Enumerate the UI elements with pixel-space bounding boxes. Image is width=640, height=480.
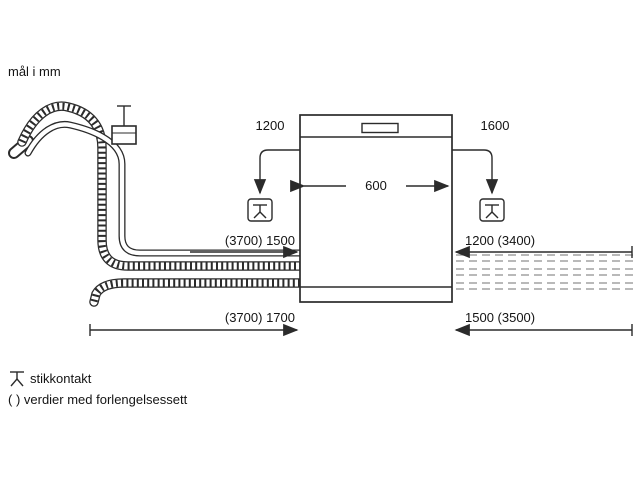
dim-label-bottom-left: (3700) 1700 (224, 310, 295, 325)
legend-socket-icon (10, 371, 24, 387)
dim-label-1200: 1200 (255, 118, 285, 133)
socket-icon (485, 204, 499, 219)
dim-label-mid-left: (3700) 1500 (224, 233, 295, 248)
socket-right (479, 198, 505, 222)
dim-arrow-1600 (452, 149, 499, 195)
drain-hose-floor-run (89, 278, 305, 307)
legend-extension-note: ( ) verdier med forlengelsessett (8, 392, 188, 407)
appliance-outline (299, 114, 453, 303)
dim-label-bottom-right: 1500 (3500) (465, 310, 536, 325)
socket-icon (253, 204, 267, 219)
socket-left (247, 198, 273, 222)
dimension-arrows (89, 149, 633, 337)
legend-socket-label: stikkontakt (30, 371, 92, 386)
extension-hose-ghost-lines (456, 254, 633, 290)
dim-label-1600: 1600 (480, 118, 510, 133)
diagram-title: mål i mm (8, 64, 61, 79)
tap-valve (111, 105, 137, 145)
drain-hose-corrugated (8, 101, 305, 271)
supply-hose (24, 120, 304, 257)
dim-arrow-1200 (253, 149, 300, 195)
dim-label-600: 600 (346, 178, 406, 193)
dim-label-mid-right: 1200 (3400) (465, 233, 536, 248)
control-panel-handle (361, 122, 399, 134)
